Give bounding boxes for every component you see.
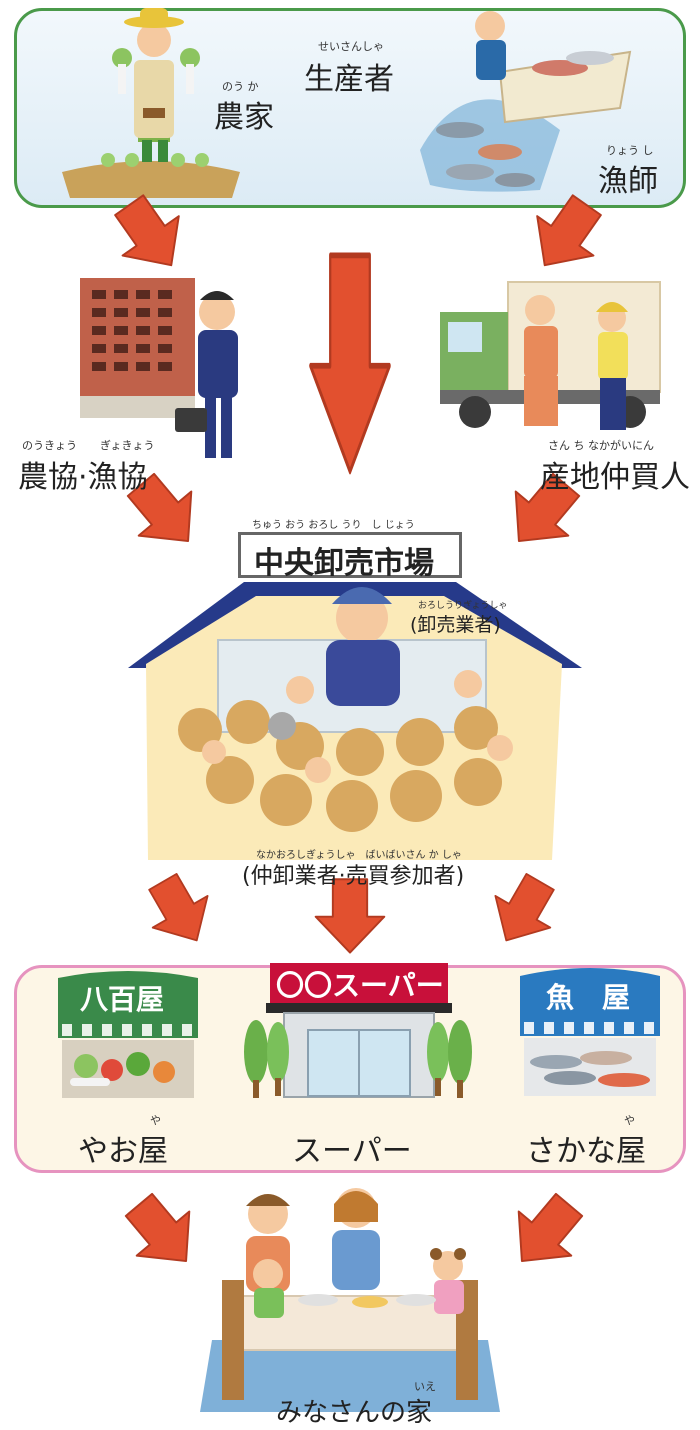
fishmonger-sign: 魚 屋 bbox=[546, 981, 631, 1014]
market-title-box bbox=[238, 532, 462, 578]
fishmonger-storefront bbox=[520, 968, 660, 1096]
broker-label: 産地仲買人 bbox=[540, 460, 690, 495]
fisherman-illustration bbox=[420, 11, 632, 192]
arrow-fisherman-to-broker bbox=[515, 184, 616, 286]
farmer-label-ruby: のう か bbox=[222, 80, 259, 93]
arrow-market-to-supermarket bbox=[314, 878, 386, 954]
family-illustration bbox=[200, 1188, 500, 1412]
buyers-label: (仲卸業者·売買参加者) bbox=[242, 864, 465, 889]
supermarket-sign: 〇〇スーパー bbox=[276, 969, 444, 1002]
arrow-greengrocer-to-home bbox=[111, 1181, 214, 1285]
farmer-label: 農家 bbox=[214, 100, 274, 135]
wholesaler-label-ruby: おろしうりぎょうしゃ bbox=[418, 601, 508, 611]
market-title: 中央卸売市場 bbox=[254, 546, 434, 581]
greengrocer-label-ruby: や bbox=[150, 1114, 161, 1127]
coop-label-ruby-2: ぎょきょう bbox=[100, 439, 155, 452]
supermarket-label: スーパー bbox=[292, 1134, 412, 1169]
coop-illustration bbox=[80, 278, 238, 458]
broker-label-ruby: さん ち なかがいにん bbox=[548, 439, 654, 452]
broker-illustration bbox=[440, 281, 661, 430]
coop-label-ruby-1: のうきょう bbox=[22, 439, 77, 452]
producers-title-ruby: せいさんしゃ bbox=[318, 40, 384, 53]
fisherman-label-ruby: りょう し bbox=[606, 144, 654, 157]
arrow-farmer-to-coop bbox=[100, 184, 201, 286]
arrow-fishmonger-to-home bbox=[494, 1181, 597, 1285]
arrow-to-market-center bbox=[310, 255, 389, 471]
supermarket-storefront bbox=[244, 963, 472, 1098]
market-illustration bbox=[128, 582, 582, 860]
producers-title: 生産者 bbox=[304, 62, 394, 97]
buyers-label-ruby: なかおろしぎょうしゃ ばいばいさん か しゃ bbox=[256, 850, 462, 861]
home-label-ruby: いえ bbox=[414, 1380, 436, 1393]
home-label: みなさんの家 bbox=[276, 1398, 433, 1428]
greengrocer-label: やお屋 bbox=[78, 1134, 168, 1169]
wholesaler-label: (卸売業者) bbox=[410, 614, 501, 636]
market-title-ruby: ちゅう おう おろし うり し じょう bbox=[252, 520, 415, 531]
fisherman-label: 漁師 bbox=[598, 164, 658, 199]
arrow-market-to-greengrocer bbox=[134, 865, 226, 958]
fishmonger-label-ruby: や bbox=[624, 1114, 635, 1127]
greengrocer-sign: 八百屋 bbox=[80, 983, 165, 1016]
arrow-market-to-fishmonger bbox=[477, 865, 569, 958]
farmer-illustration bbox=[62, 8, 240, 198]
fishmonger-label: さかな屋 bbox=[526, 1134, 646, 1169]
coop-label: 農協·漁協 bbox=[18, 460, 148, 495]
greengrocer-storefront bbox=[58, 971, 198, 1098]
